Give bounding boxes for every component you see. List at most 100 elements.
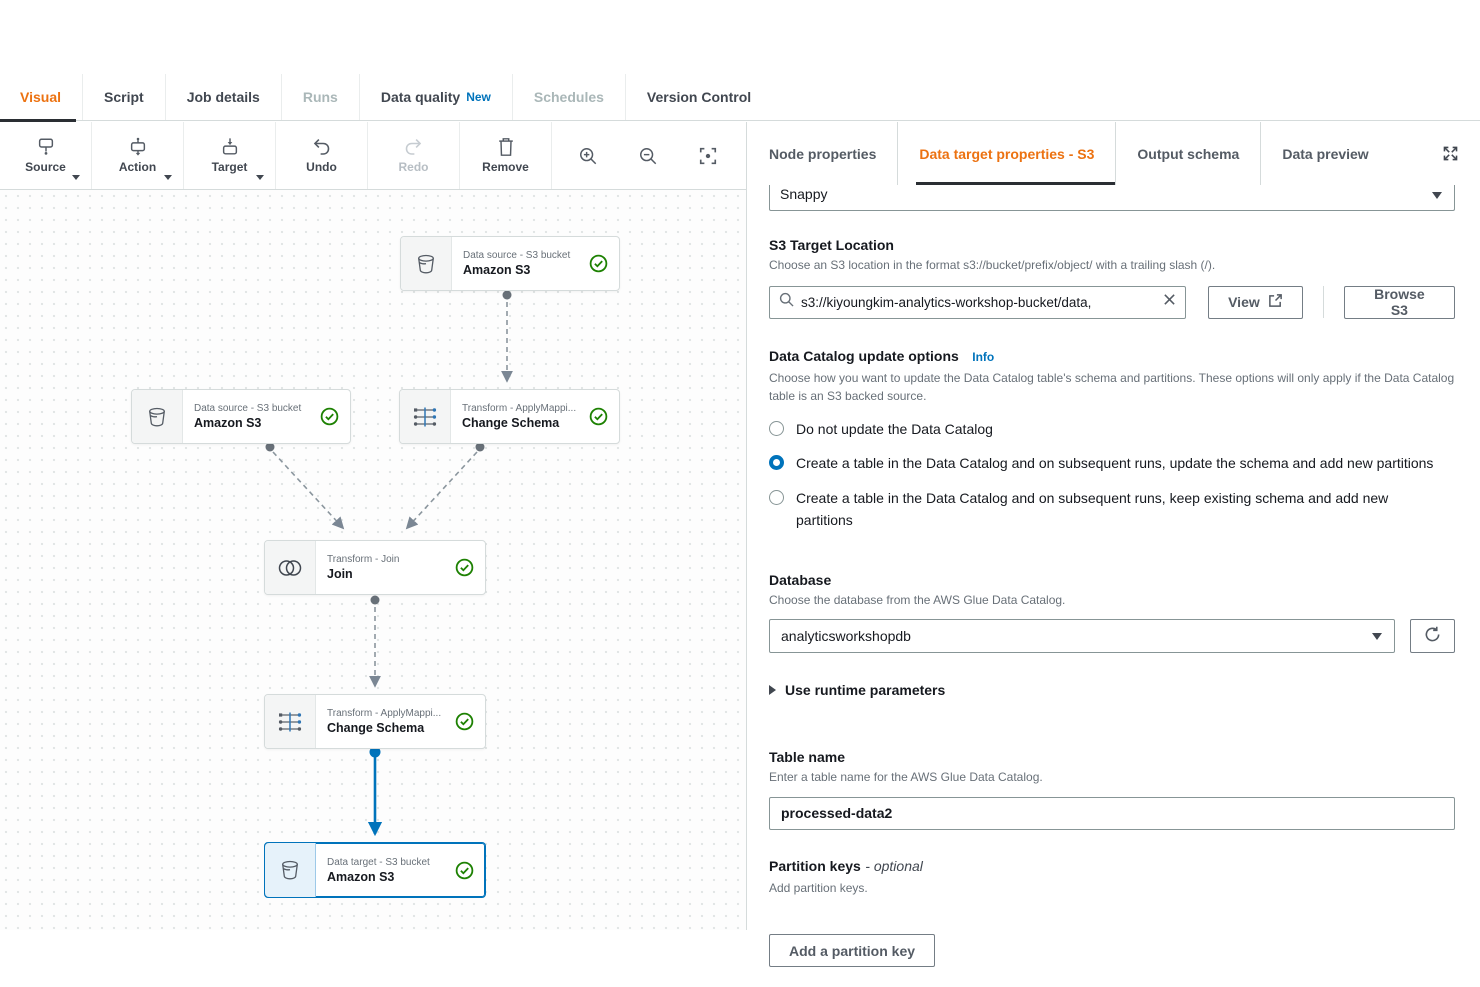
- radio-do-not-update[interactable]: [769, 420, 784, 436]
- catalog-option-row: Create a table in the Data Catalog and o…: [769, 488, 1455, 531]
- node-change-schema-bottom[interactable]: Transform - ApplyMappi... Change Schema: [264, 694, 486, 749]
- new-badge: New: [466, 90, 491, 104]
- s3-bucket-icon: [132, 390, 183, 443]
- node-data-source-left[interactable]: Data source - S3 bucket Amazon S3: [131, 389, 351, 444]
- add-partition-key-button[interactable]: Add a partition key: [769, 934, 936, 968]
- table-name-description: Enter a table name for the AWS Glue Data…: [769, 770, 1043, 785]
- radio-create-keep-schema[interactable]: [769, 490, 784, 506]
- s3-location-inputbox: [769, 285, 1187, 319]
- data-catalog-options-description: Choose how you want to update the Data C…: [769, 370, 1455, 404]
- view-button[interactable]: View: [1208, 285, 1303, 319]
- partition-keys-description: Add partition keys.: [769, 880, 868, 895]
- button-divider: [1322, 286, 1324, 319]
- database-heading: Database: [769, 571, 832, 588]
- trash-icon: [496, 137, 516, 157]
- action-menu-button[interactable]: Action: [92, 122, 184, 189]
- compression-select[interactable]: Snappy: [769, 185, 1455, 211]
- node-name-label: Amazon S3: [463, 263, 531, 277]
- node-join[interactable]: Transform - Join Join: [264, 540, 486, 595]
- caret-down-icon: [256, 175, 264, 180]
- node-name-label: Amazon S3: [327, 869, 395, 884]
- success-check-icon: [589, 237, 619, 290]
- zoom-out-icon[interactable]: [618, 145, 678, 166]
- triangle-right-icon: [769, 685, 776, 696]
- database-description: Choose the database from the AWS Glue Da…: [769, 592, 1066, 607]
- radio-create-update-schema[interactable]: [769, 455, 784, 471]
- apply-mapping-icon: [265, 695, 316, 748]
- s3-location-input[interactable]: [801, 294, 1157, 310]
- join-icon: [265, 541, 316, 594]
- zoom-in-icon[interactable]: [558, 145, 618, 166]
- node-change-schema-top[interactable]: Transform - ApplyMappi... Change Schema: [399, 389, 620, 444]
- job-canvas[interactable]: Data source - S3 bucket Amazon S3: [0, 190, 746, 930]
- edge-connectors: [265, 290, 513, 837]
- action-node-icon: [127, 137, 149, 157]
- external-link-icon: [1268, 293, 1283, 311]
- tab-version-control[interactable]: Version Control: [624, 74, 772, 120]
- success-check-icon: [589, 390, 619, 443]
- tab-job-details[interactable]: Job details: [164, 74, 281, 120]
- node-data-target[interactable]: Data target - S3 bucket Amazon S3: [264, 842, 486, 898]
- expand-icon[interactable]: [1441, 122, 1460, 185]
- database-section: Database Choose the database from the AW…: [769, 572, 1455, 654]
- remove-button[interactable]: Remove: [460, 122, 552, 189]
- undo-icon: [311, 137, 332, 157]
- s3-target-location-section: S3 Target Location Choose an S3 location…: [769, 237, 1456, 319]
- tab-data-target-properties[interactable]: Data target properties - S3: [897, 122, 1116, 185]
- redo-icon: [403, 137, 424, 157]
- node-data-source-top[interactable]: Data source - S3 bucket Amazon S3: [400, 236, 620, 291]
- source-menu-button[interactable]: Source: [0, 122, 92, 189]
- canvas-toolbar: Source Action: [0, 122, 746, 190]
- workarea: Source Action: [0, 122, 1480, 968]
- search-icon: [779, 292, 794, 312]
- partition-keys-section: Partition keys - optional Add partition …: [769, 858, 1455, 968]
- canvas-column: Source Action: [0, 122, 746, 930]
- s3-bucket-icon: [265, 843, 316, 897]
- tab-data-preview[interactable]: Data preview: [1260, 122, 1389, 185]
- node-type-label: Data target - S3 bucket: [327, 856, 430, 868]
- properties-tabbar: Node properties Data target properties -…: [747, 122, 1480, 185]
- table-name-input[interactable]: [769, 796, 1455, 830]
- tab-node-properties[interactable]: Node properties: [769, 145, 877, 162]
- refresh-button[interactable]: [1410, 619, 1455, 654]
- target-node-icon: [219, 137, 241, 157]
- node-name-label: Amazon S3: [194, 416, 262, 430]
- caret-down-icon: [1372, 633, 1382, 641]
- tab-script[interactable]: Script: [82, 74, 165, 120]
- partition-keys-optional-suffix: - optional: [865, 857, 923, 874]
- tab-data-quality[interactable]: Data quality New: [358, 74, 512, 120]
- tab-visual[interactable]: Visual: [0, 74, 82, 122]
- node-type-label: Transform - Join: [327, 554, 400, 565]
- node-name-label: Change Schema: [462, 416, 560, 430]
- success-check-icon: [455, 541, 485, 594]
- data-catalog-options-section: Data Catalog update options Info Choose …: [769, 348, 1455, 532]
- success-check-icon: [455, 843, 485, 897]
- fit-view-icon[interactable]: [678, 145, 738, 166]
- zoom-controls: [558, 122, 738, 189]
- success-check-icon: [320, 390, 350, 443]
- success-check-icon: [455, 695, 485, 748]
- clear-x-icon[interactable]: [1163, 293, 1176, 311]
- data-catalog-options-heading: Data Catalog update options: [769, 347, 959, 364]
- node-type-label: Data source - S3 bucket: [463, 250, 571, 261]
- apply-mapping-icon: [400, 390, 451, 443]
- s3-target-location-heading: S3 Target Location: [769, 237, 894, 253]
- undo-button[interactable]: Undo: [276, 122, 368, 189]
- info-link[interactable]: Info: [972, 349, 995, 364]
- tab-output-schema[interactable]: Output schema: [1115, 122, 1260, 185]
- browse-s3-button[interactable]: Browse S3: [1343, 285, 1456, 319]
- redo-button: Redo: [368, 122, 460, 189]
- catalog-option-row: Create a table in the Data Catalog and o…: [769, 453, 1455, 475]
- catalog-option-row: Do not update the Data Catalog: [769, 419, 1455, 441]
- target-menu-button[interactable]: Target: [184, 122, 276, 189]
- node-name-label: Change Schema: [327, 721, 425, 735]
- s3-bucket-icon: [401, 237, 452, 290]
- main-tabbar: Visual Script Job details Runs Data qual…: [0, 74, 1480, 122]
- use-runtime-parameters-expander[interactable]: Use runtime parameters: [769, 682, 1455, 698]
- source-node-icon: [35, 137, 57, 157]
- refresh-icon: [1424, 626, 1441, 646]
- database-select[interactable]: analyticsworkshopdb: [769, 619, 1395, 654]
- table-name-section: Table name Enter a table name for the AW…: [769, 749, 1455, 830]
- caret-down-icon: [72, 175, 80, 180]
